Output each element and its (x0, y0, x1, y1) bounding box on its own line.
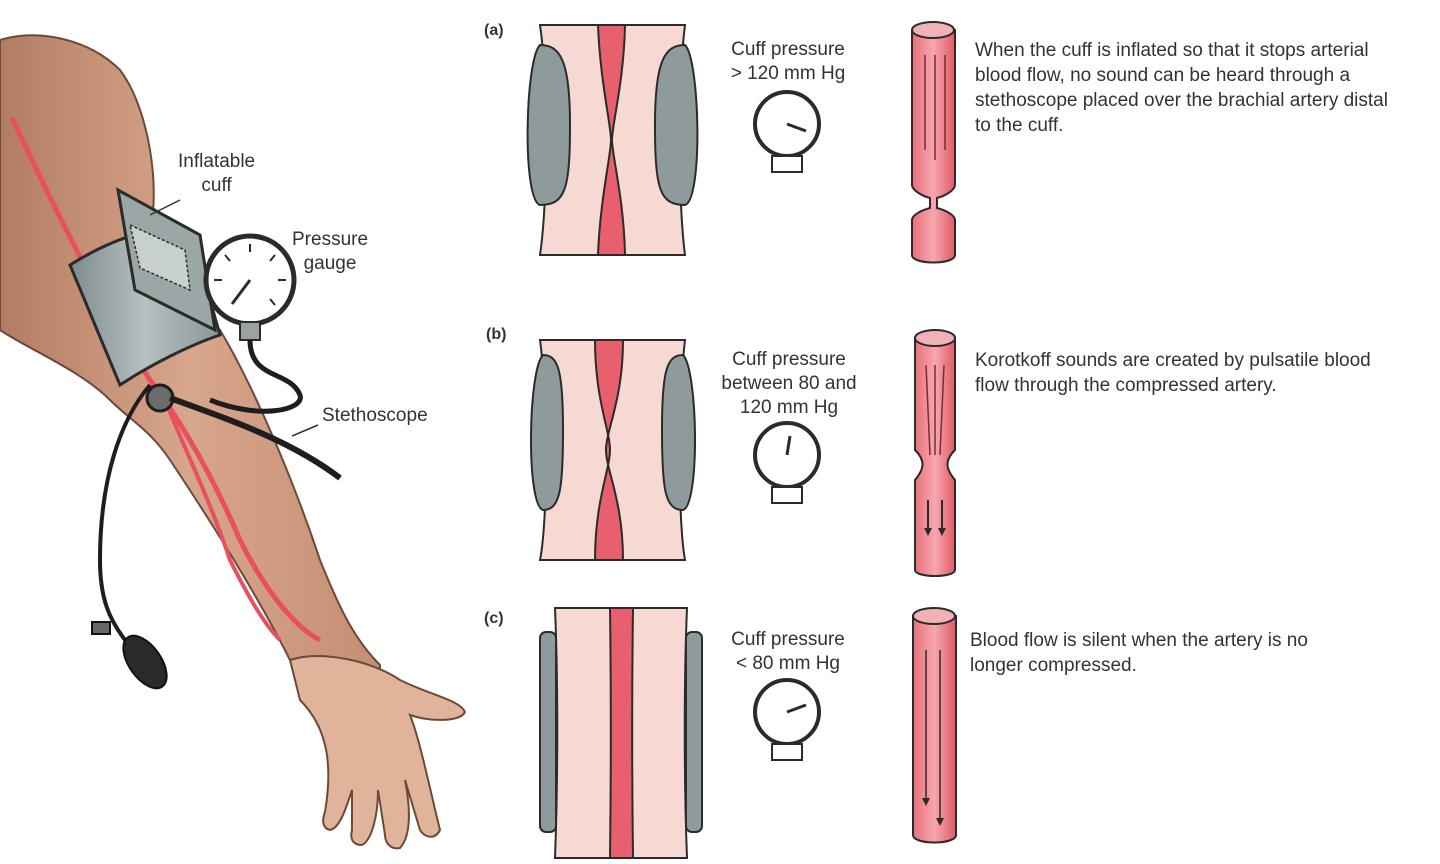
tube-b (914, 329, 956, 577)
hand (288, 655, 467, 850)
artery-b (593, 339, 625, 561)
pressure-a-line1: Cuff pressure (731, 39, 845, 60)
artery-c (608, 607, 635, 859)
artery-branch (163, 399, 282, 642)
bulb-tube (97, 383, 152, 642)
cuff-right-b (660, 353, 696, 512)
panel-b-cross-section (530, 339, 696, 561)
gauge-label-line2: gauge (303, 253, 357, 274)
pressure-c-line1: Cuff pressure (731, 629, 845, 650)
pressure-b-line2: between 80 and (721, 373, 857, 394)
cuff-velcro (128, 223, 191, 292)
pressure-label-a: Cuff pressure > 120 mm Hg (716, 38, 860, 86)
gauge-a (753, 90, 821, 173)
description-c: Blood flow is silent when the artery is … (970, 630, 1308, 676)
gauge-needle (230, 279, 252, 305)
panel-b-letter: (b) (486, 326, 507, 343)
stethoscope-leader (291, 424, 319, 437)
pressure-b-line3: 120 mm Hg (739, 397, 839, 418)
description-b: Korotkoff sounds are created by pulsatil… (975, 350, 1371, 396)
artery-line (9, 116, 322, 643)
gauge-c (753, 678, 821, 761)
panel-a-cross-section (526, 24, 699, 256)
tube-a (911, 21, 956, 264)
cuff-label-line2: cuff (201, 175, 232, 196)
gauge-b (753, 421, 821, 504)
pressure-label-c: Cuff pressure < 80 mm Hg (716, 628, 860, 676)
pressure-a-line2: > 120 mm Hg (730, 63, 846, 84)
cuff-right-a (653, 43, 699, 207)
cuff-label: Inflatable cuff (178, 150, 255, 198)
gauge-ticks (214, 244, 286, 306)
arm-illustration (0, 34, 467, 850)
bulb-valve (91, 621, 111, 635)
description-a: When the cuff is inflated so that it sto… (975, 40, 1388, 136)
tube-c (912, 607, 957, 844)
gauge-label: Pressure gauge (292, 228, 368, 276)
panel-a-letter: (a) (484, 22, 504, 39)
arm (0, 34, 381, 702)
cuff-left-c (539, 631, 557, 833)
cuff-left-b (530, 353, 565, 512)
pressure-label-b: Cuff pressure between 80 and 120 mm Hg (708, 348, 870, 420)
pressure-b-line1: Cuff pressure (732, 349, 846, 370)
stethoscope-label: Stethoscope (322, 405, 428, 426)
stethoscope-tube (168, 395, 342, 481)
inflation-bulb (122, 634, 168, 690)
cuff-left-a (526, 43, 572, 207)
panel-c-letter: (c) (484, 610, 504, 627)
pressure-c-line2: < 80 mm Hg (735, 653, 840, 674)
gauge-label-line1: Pressure (292, 229, 369, 250)
gauge-tube (209, 339, 303, 414)
artery-a (596, 24, 627, 256)
cuff-leader (149, 199, 181, 216)
stethoscope-head (145, 383, 175, 413)
cuff-right-c (685, 631, 703, 833)
cuff-label-line1: Inflatable (178, 151, 256, 172)
gauge-stem (239, 321, 261, 341)
panel-c-cross-section (539, 607, 703, 859)
